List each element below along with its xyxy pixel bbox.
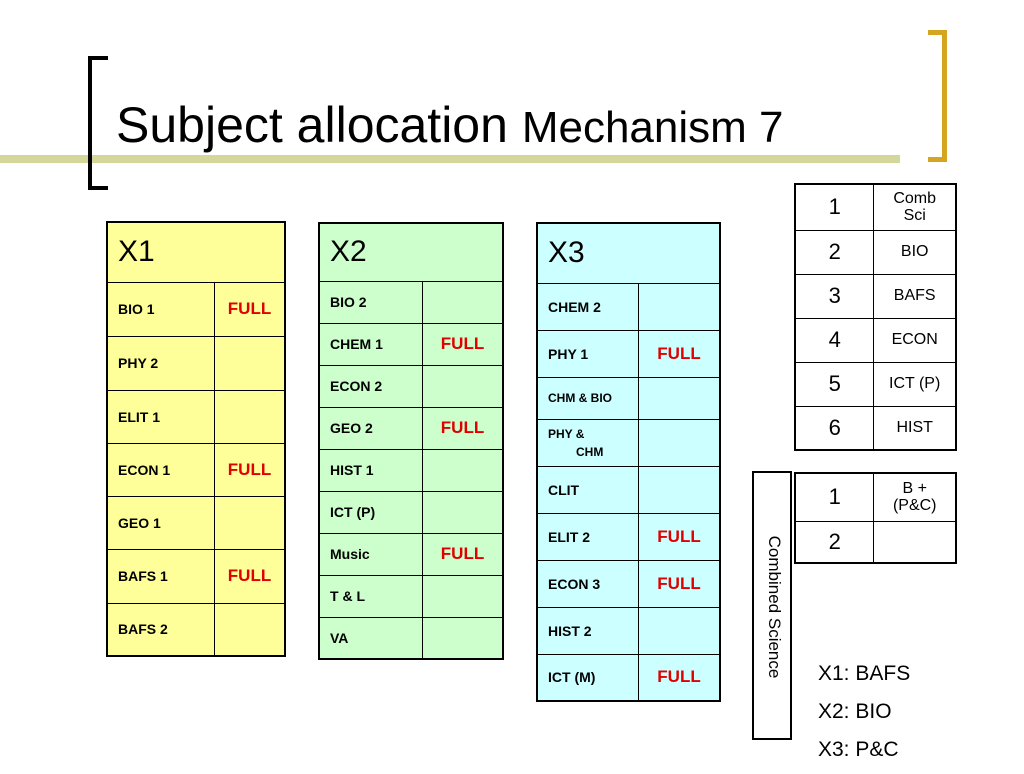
x2-subject: T & L — [318, 574, 423, 618]
ref-num: 3 — [794, 273, 875, 319]
cs-num: 1 — [794, 472, 875, 522]
x1-status: FULL — [214, 281, 286, 337]
x1-status — [214, 495, 286, 550]
x3-subject: CHM & BIO — [536, 376, 639, 420]
x2-subject: BIO 2 — [318, 280, 423, 324]
x2-status — [422, 280, 504, 324]
x3-status: FULL — [638, 329, 721, 378]
x2-subject: VA — [318, 616, 423, 660]
ref-label-line1: Comb — [893, 189, 937, 207]
x3-status — [638, 282, 721, 331]
combined-science-box: Combined Science — [752, 471, 792, 740]
x2-subject: CHEM 1 — [318, 322, 423, 366]
x3-status — [638, 376, 721, 420]
x2-status — [422, 490, 504, 534]
x1-status — [214, 389, 286, 444]
x3-status: FULL — [638, 653, 721, 702]
ref-label: ECON — [873, 317, 957, 363]
x1-subject: BAFS 2 — [106, 602, 215, 657]
ref-label: BIO — [873, 229, 957, 275]
x1-status — [214, 335, 286, 391]
x2-subject: Music — [318, 532, 423, 576]
ref-num: 1 — [794, 183, 875, 231]
x2-status: FULL — [422, 406, 504, 450]
x3-header: X3 — [536, 222, 721, 284]
legend-item: X1: BAFS — [818, 662, 911, 685]
ref-label: BAFS — [873, 273, 957, 319]
cs-label-line1: B + — [902, 479, 927, 497]
x3-status — [638, 418, 721, 467]
cs-label — [873, 520, 957, 564]
x2-status — [422, 448, 504, 492]
ref-label: ICT (P) — [873, 361, 957, 407]
left-bracket — [88, 56, 108, 190]
ref-num: 2 — [794, 229, 875, 275]
x2-subject: GEO 2 — [318, 406, 423, 450]
x3-subject: ECON 3 — [536, 559, 639, 608]
ref-num: 4 — [794, 317, 875, 363]
title-sub: Mechanism 7 — [521, 103, 784, 152]
x1-subject: ELIT 1 — [106, 389, 215, 444]
x3-status — [638, 606, 721, 655]
legend-item: X2: BIO — [818, 700, 892, 723]
x2-subject: ECON 2 — [318, 364, 423, 408]
x1-subject: BAFS 1 — [106, 548, 215, 604]
ref-num: 5 — [794, 361, 875, 407]
cs-label: B +(P&C) — [873, 472, 957, 522]
x3-status — [638, 465, 721, 514]
x2-status: FULL — [422, 532, 504, 576]
x3-subject: PHY 1 — [536, 329, 639, 378]
ref-num: 6 — [794, 405, 875, 451]
x1-subject: BIO 1 — [106, 281, 215, 337]
title-underline — [0, 155, 900, 163]
x2-subject: ICT (P) — [318, 490, 423, 534]
x3-subject: CHEM 2 — [536, 282, 639, 331]
x3-status: FULL — [638, 559, 721, 608]
x2-header: X2 — [318, 222, 504, 282]
right-bracket — [928, 30, 947, 162]
x2-status — [422, 616, 504, 660]
x2-status: FULL — [422, 322, 504, 366]
x1-header: X1 — [106, 221, 286, 283]
x3-subject: HIST 2 — [536, 606, 639, 655]
x1-subject: GEO 1 — [106, 495, 215, 550]
ref-label: HIST — [873, 405, 957, 451]
combined-science-label: Combined Science — [765, 535, 784, 679]
cs-label-line2: (P&C) — [892, 497, 937, 515]
x1-status: FULL — [214, 442, 286, 497]
x3-subject-multiline: PHY & CHM — [536, 418, 639, 467]
x2-status — [422, 574, 504, 618]
x3-status: FULL — [638, 512, 721, 561]
title-main: Subject allocation — [116, 97, 508, 153]
x1-subject: PHY 2 — [106, 335, 215, 391]
x2-subject: HIST 1 — [318, 448, 423, 492]
x1-status: FULL — [214, 548, 286, 604]
x3-subject: CLIT — [536, 465, 639, 514]
x3-subject: ICT (M) — [536, 653, 639, 702]
x3-subject: ELIT 2 — [536, 512, 639, 561]
x3-subject-line2: CHM — [576, 444, 604, 459]
x3-subject-line1: PHY & — [548, 426, 585, 441]
x2-status — [422, 364, 504, 408]
x1-status — [214, 602, 286, 657]
page-title: Subject allocation Mechanism 7 — [116, 100, 784, 150]
legend-item: X3: P&C — [818, 738, 899, 761]
legend: X1: BAFS X2: BIO X3: P&C — [818, 660, 910, 774]
cs-num: 2 — [794, 520, 875, 564]
x1-subject: ECON 1 — [106, 442, 215, 497]
ref-label-line2: Sci — [903, 207, 926, 225]
